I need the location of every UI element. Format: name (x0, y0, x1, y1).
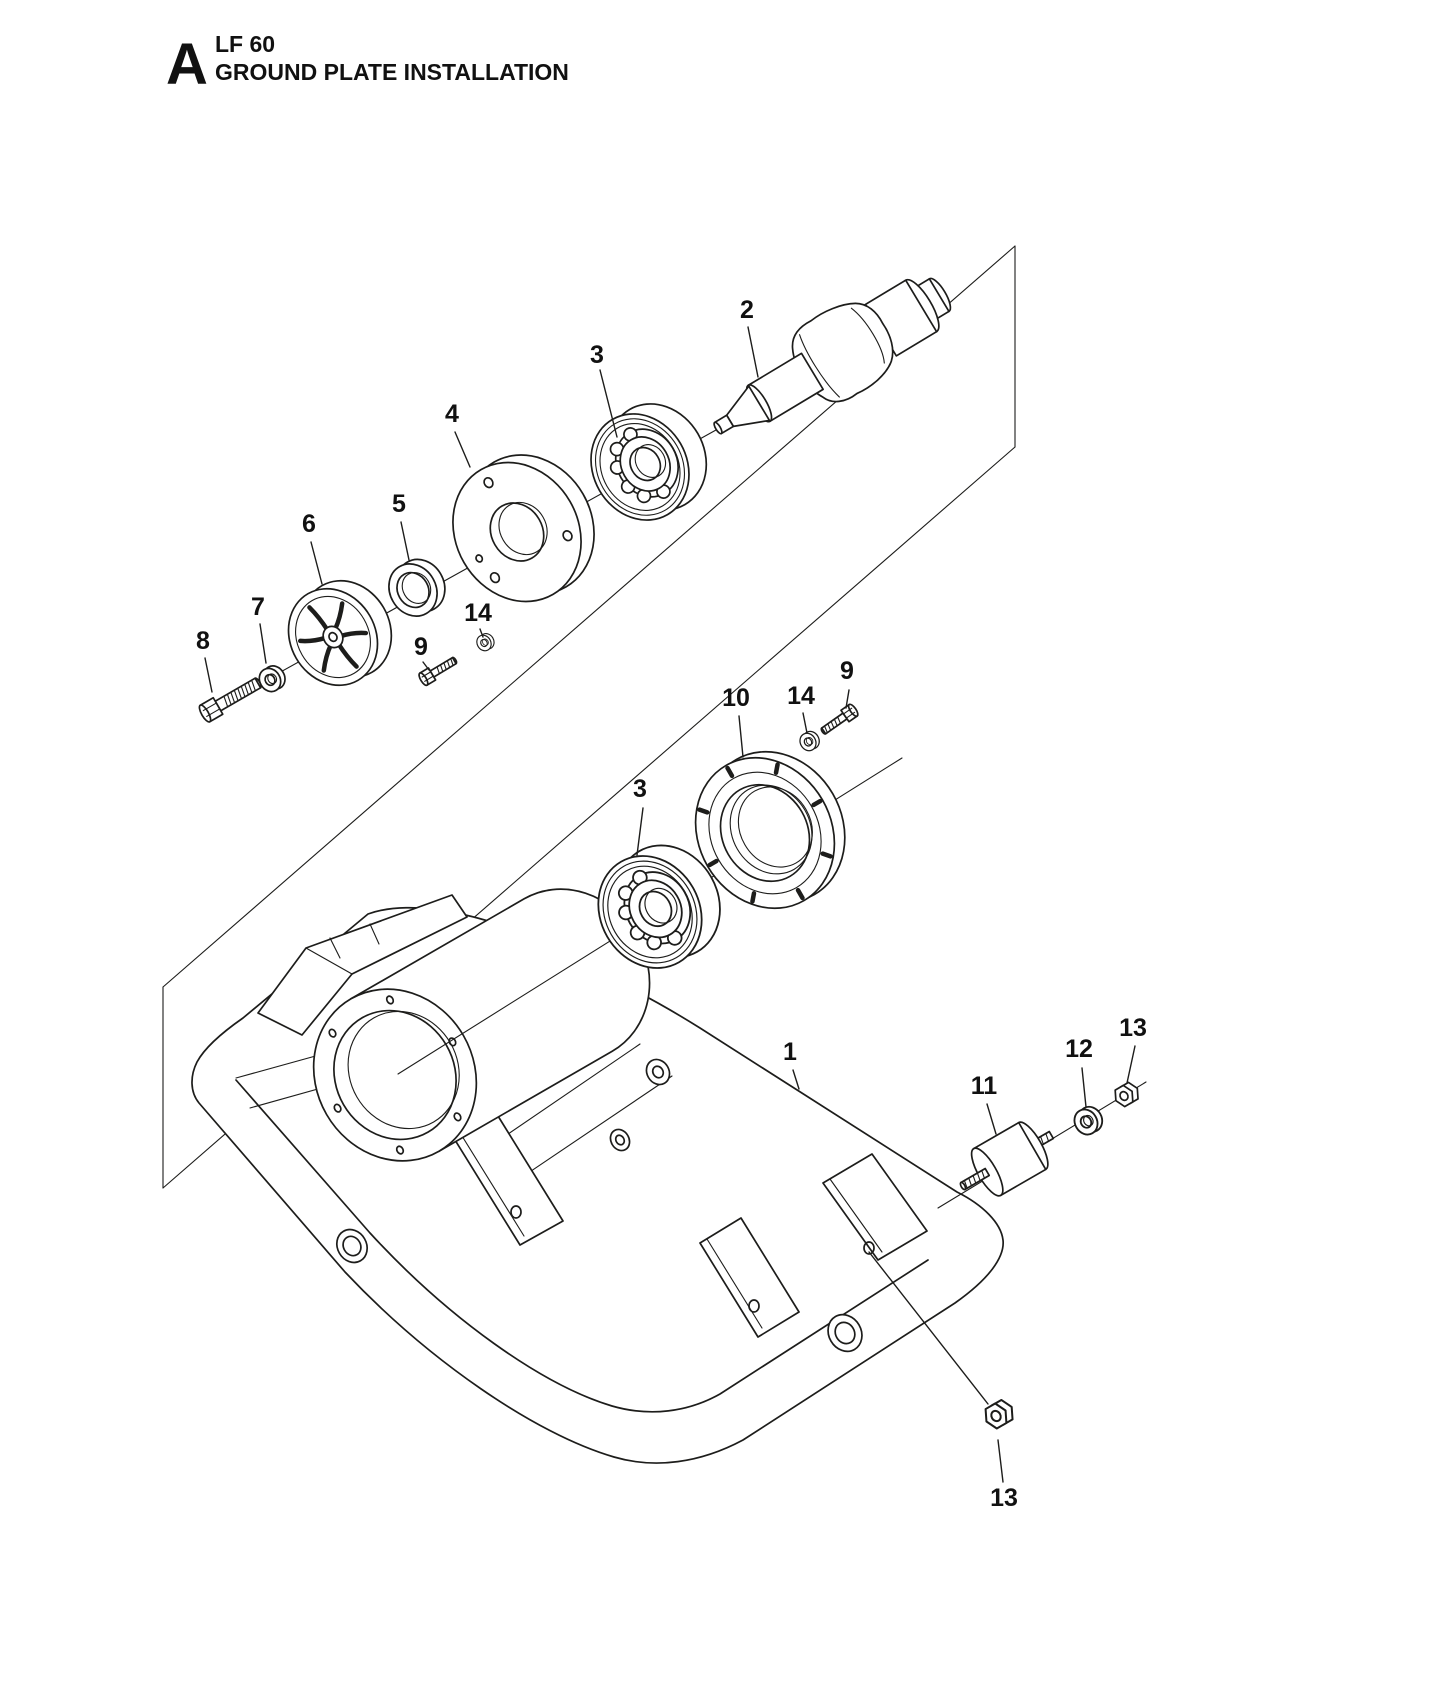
callout-9-upper: 9 (414, 633, 428, 661)
leader-lines (204, 326, 1136, 1483)
callout-6: 6 (302, 510, 316, 538)
part-bolt-8 (198, 677, 262, 723)
page-header: A LF 60 GROUND PLATE INSTALLATION (166, 31, 569, 97)
plate-hole-right (827, 1313, 863, 1353)
callout-12: 12 (1065, 1035, 1093, 1063)
plate-boss (645, 1058, 671, 1086)
callout-8: 8 (196, 627, 210, 655)
part-washer-14-right (796, 727, 824, 755)
housing-mount-plate (257, 894, 468, 1036)
callout-3-upper: 3 (590, 341, 604, 369)
callout-13-bottom: 13 (990, 1484, 1018, 1512)
callout-10: 10 (722, 684, 750, 712)
callout-2: 2 (740, 296, 754, 324)
part-washer-14-upper (473, 630, 498, 654)
callout-13-right: 13 (1119, 1014, 1147, 1042)
part-seal-flange (694, 750, 846, 910)
callout-9-right: 9 (840, 657, 854, 685)
part-nut-13-right (1110, 1079, 1143, 1110)
callout-11: 11 (971, 1072, 998, 1100)
plate-boss (609, 1128, 631, 1152)
part-rubber-mount (959, 1121, 1055, 1197)
part-screw-9-right (817, 702, 861, 739)
plate-hole-left (335, 1228, 369, 1264)
part-impeller (287, 579, 393, 687)
part-seal-ring (388, 558, 446, 617)
callout-5: 5 (392, 490, 406, 518)
part-ground-plate (191, 888, 1004, 1464)
callouts: 2 3 4 5 6 7 8 9 14 10 14 9 3 1 11 12 13 … (196, 296, 1147, 1512)
plate-bracket-rear (822, 1153, 928, 1261)
callout-14-right: 14 (787, 682, 815, 710)
plate-bracket-mid (699, 1217, 800, 1338)
model-title: LF 60 (215, 31, 275, 57)
part-bearing-cover (452, 454, 595, 603)
part-exciter-shaft (713, 277, 952, 435)
part-washer-12 (1069, 1101, 1108, 1140)
part-washer-7 (254, 661, 291, 697)
page-title: GROUND PLATE INSTALLATION (215, 59, 569, 85)
part-bearing-upper (571, 385, 727, 539)
section-letter: A (166, 32, 208, 97)
callout-14-upper: 14 (464, 599, 492, 627)
callout-3-lower: 3 (633, 775, 647, 803)
callout-7: 7 (251, 593, 265, 621)
callout-1: 1 (783, 1038, 797, 1066)
callout-4: 4 (445, 400, 459, 428)
